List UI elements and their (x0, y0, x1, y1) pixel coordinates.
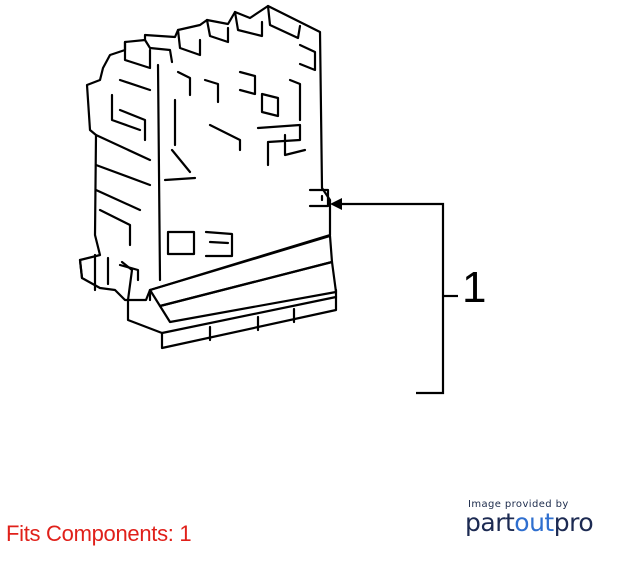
image-credit-caption: Image provided by (468, 499, 569, 510)
partoutpro-logo: partoutpro (465, 508, 594, 537)
fits-components-label: Fits Components: 1 (6, 521, 192, 546)
part-diagram (78, 4, 458, 395)
junction-block-drawing (78, 4, 338, 350)
logo-part: part (465, 508, 515, 537)
callout-number: 1 (462, 263, 487, 312)
callout-leader (330, 198, 458, 395)
logo-pro: pro (553, 508, 594, 537)
logo-out: out (514, 508, 554, 537)
arrowhead (330, 198, 342, 210)
